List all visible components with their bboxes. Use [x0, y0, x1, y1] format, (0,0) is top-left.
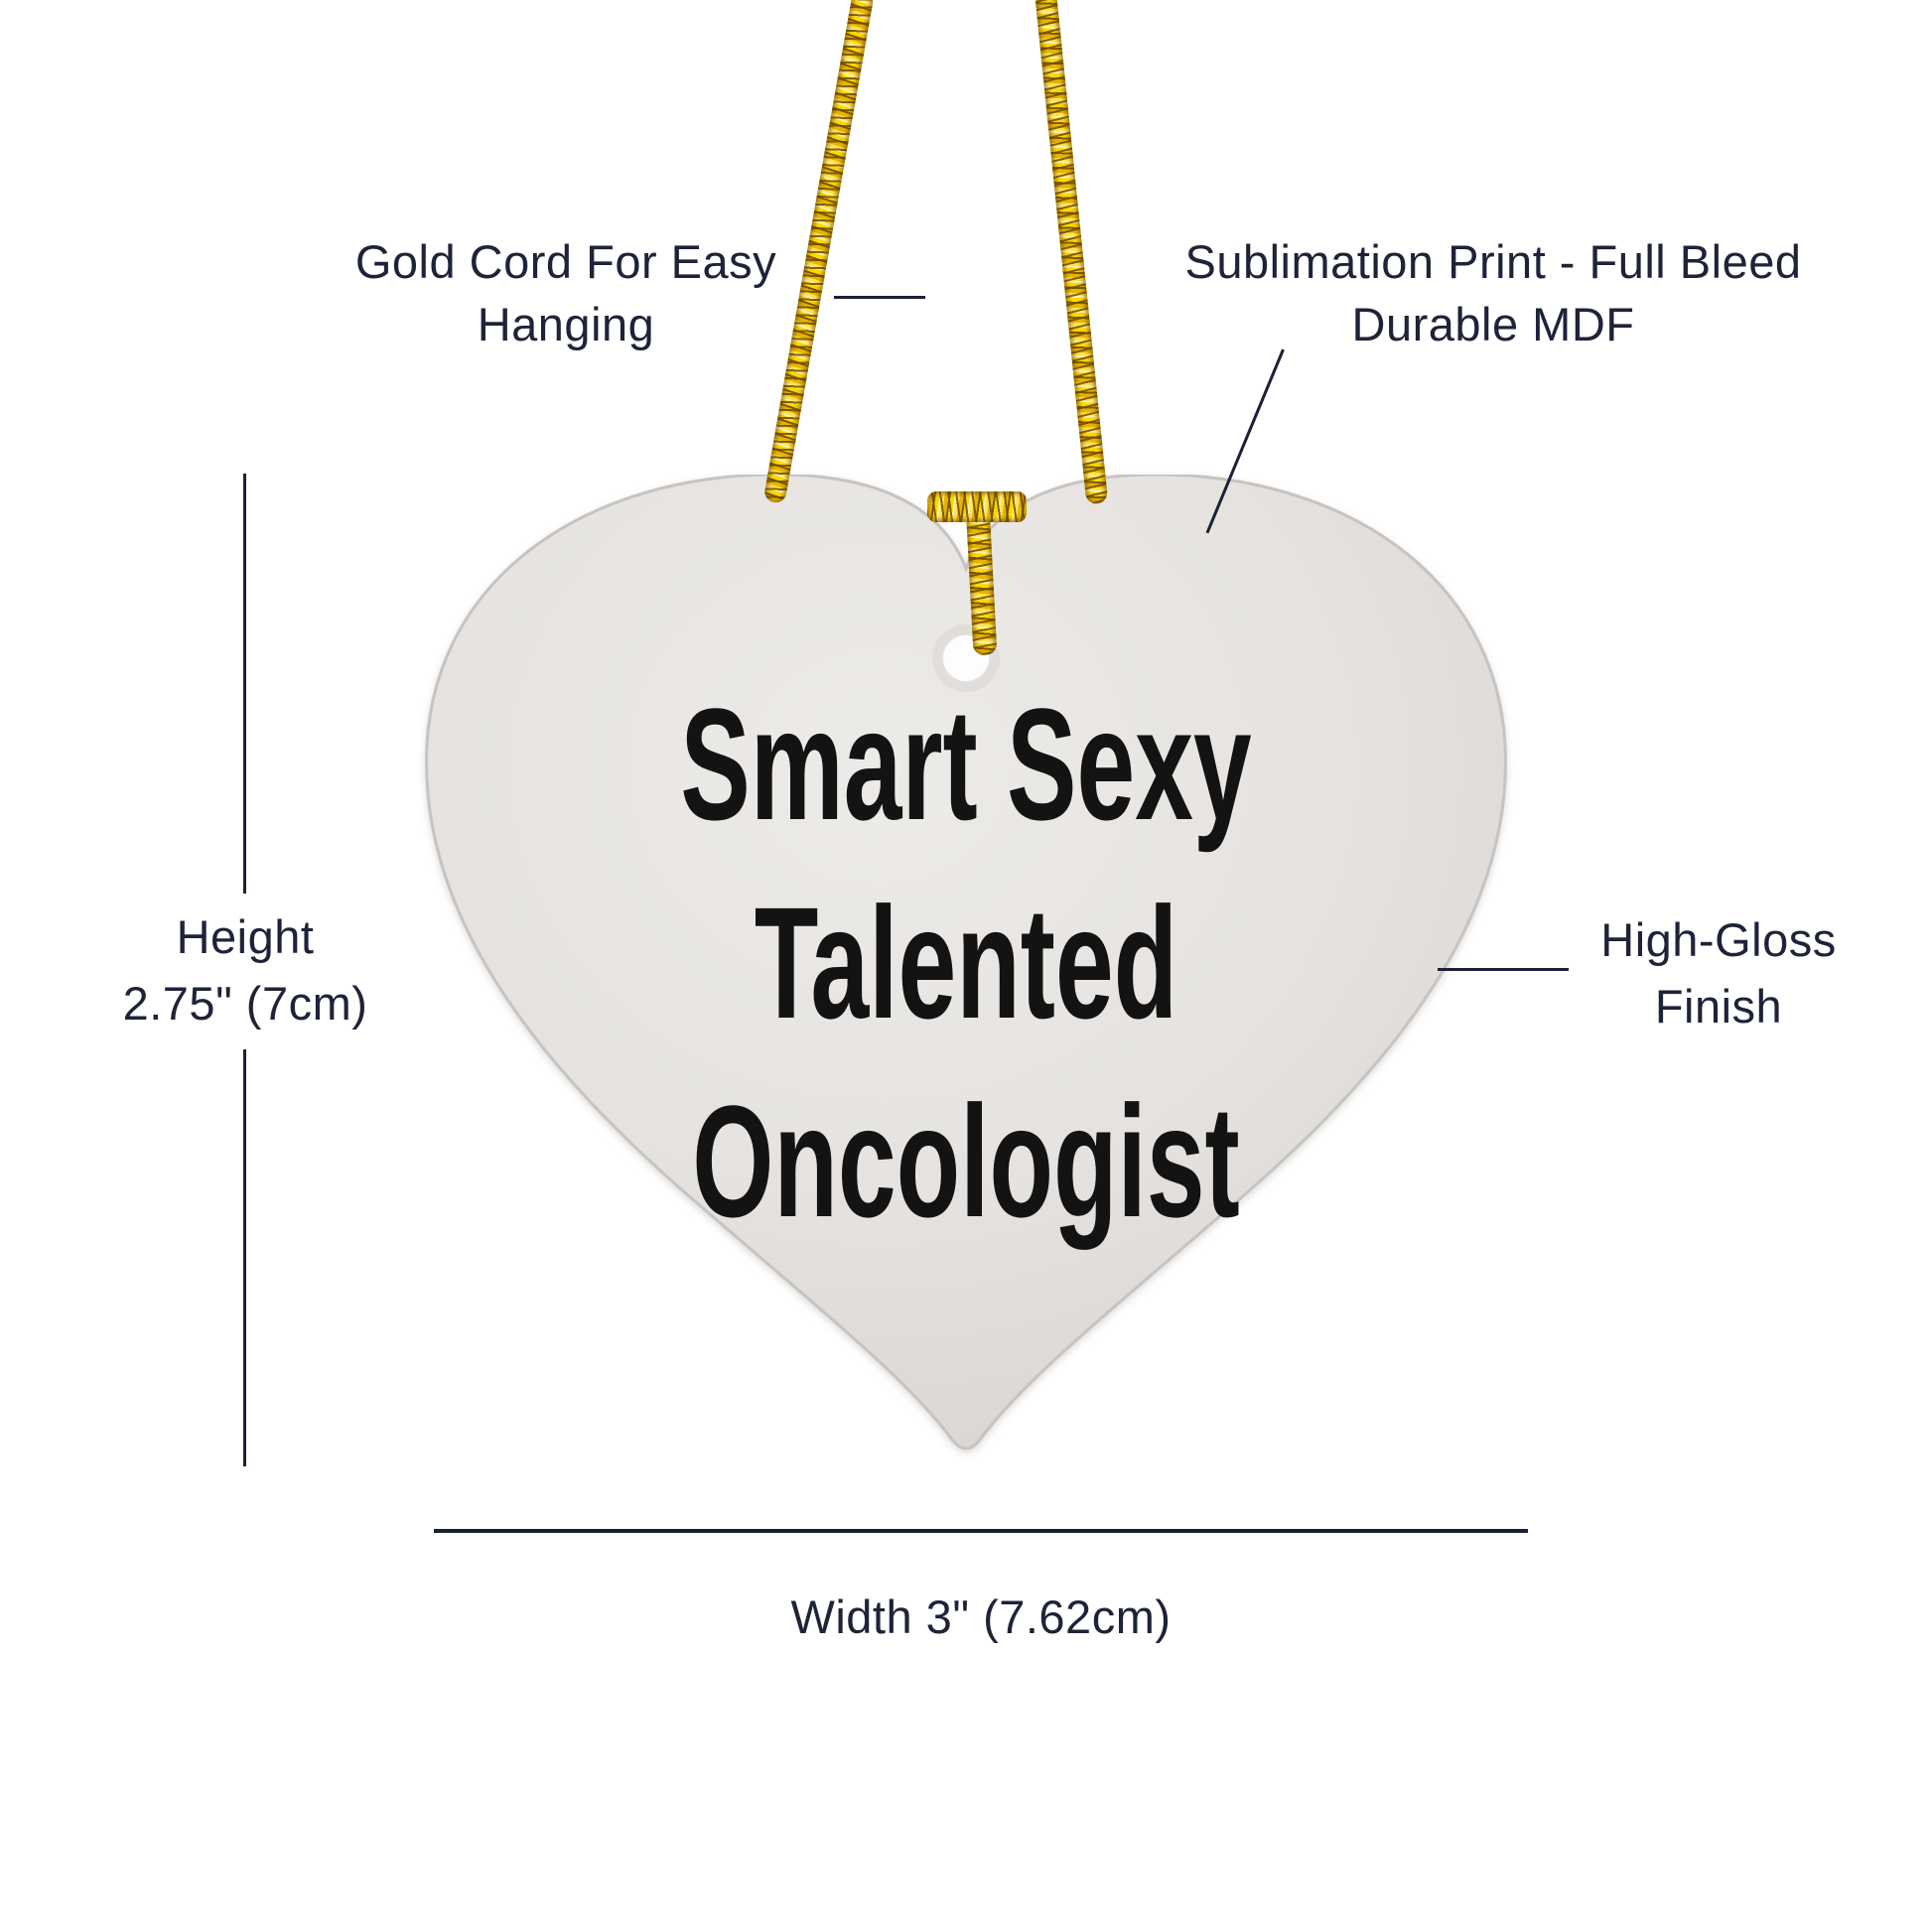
ornament-quote: Smart Sexy Talented Oncologist [423, 665, 1509, 1261]
pointer-line-gold-cord [834, 296, 925, 299]
gold-cord-knot [927, 491, 1027, 522]
callout-gold-cord-line1: Gold Cord For Easy [354, 235, 777, 288]
callout-high-gloss-line2: Finish [1654, 980, 1783, 1033]
callout-sublimation: Sublimation Print - Full Bleed Durable M… [1146, 230, 1841, 355]
dimension-height-line2: 2.75" (7cm) [122, 977, 368, 1030]
height-dimension-line-upper [243, 474, 246, 894]
ornament-quote-line1: Smart Sexy [680, 675, 1252, 853]
callout-high-gloss-line1: High-Gloss [1600, 913, 1837, 966]
callout-gold-cord-line2: Hanging [477, 298, 655, 350]
pointer-line-high-gloss [1438, 968, 1569, 971]
height-dimension-line-lower [243, 1049, 246, 1466]
callout-gold-cord: Gold Cord For Easy Hanging [268, 230, 864, 355]
dimension-width-label: Width 3" (7.62cm) [683, 1586, 1279, 1648]
callout-high-gloss: High-Gloss Finish [1550, 906, 1887, 1039]
dimension-height-line1: Height [176, 910, 315, 963]
ornament-quote-line2: Talented [754, 874, 1178, 1051]
dimension-width-text: Width 3" (7.62cm) [790, 1590, 1172, 1643]
callout-sublimation-line2: Durable MDF [1351, 298, 1635, 350]
ornament-quote-line3: Oncologist [692, 1072, 1240, 1250]
callout-sublimation-line1: Sublimation Print - Full Bleed [1184, 235, 1802, 288]
gold-cord-right-strand [1035, 0, 1109, 505]
heart-shape [425, 475, 1507, 1450]
width-dimension-line [434, 1529, 1528, 1533]
dimension-height-label: Height 2.75" (7cm) [67, 903, 424, 1036]
